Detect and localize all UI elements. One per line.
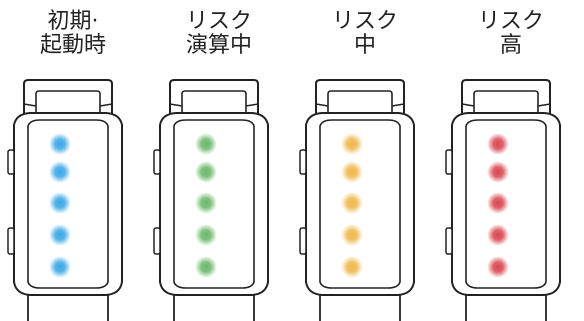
status-led <box>195 133 217 155</box>
panel-calculating: リスク演算中 <box>146 0 292 321</box>
status-led <box>341 224 363 246</box>
status-led <box>487 133 509 155</box>
status-led <box>49 161 71 183</box>
panel-medium: リスク中 <box>292 0 438 321</box>
panel-high: リスク高 <box>438 0 584 321</box>
status-led <box>487 224 509 246</box>
caption-line-2: 中 <box>353 33 376 58</box>
status-led <box>49 192 71 214</box>
status-led <box>487 192 509 214</box>
wristband-device <box>299 79 415 321</box>
device-face <box>465 119 547 289</box>
side-button-bottom <box>153 227 161 255</box>
side-button-bottom <box>445 227 453 255</box>
side-button-top <box>153 149 161 175</box>
caption-line-1: リスク <box>331 9 398 34</box>
status-led <box>341 133 363 155</box>
band-clasp-inner <box>327 90 393 118</box>
band-clasp <box>23 79 113 118</box>
status-led <box>341 256 363 278</box>
status-led <box>195 224 217 246</box>
device-face <box>173 119 255 289</box>
wristband-device <box>153 79 269 321</box>
side-button-top <box>7 149 15 175</box>
wristband-device <box>7 79 123 321</box>
caption-line-2: 高 <box>499 33 522 58</box>
status-led <box>195 256 217 278</box>
panel-caption: リスク演算中 <box>146 10 292 58</box>
status-led <box>487 161 509 183</box>
device-face <box>27 119 109 289</box>
status-led <box>49 133 71 155</box>
band-clasp <box>169 79 259 118</box>
side-button-top <box>445 149 453 175</box>
status-led <box>49 224 71 246</box>
band-clasp-inner <box>35 90 101 118</box>
caption-line-2: 起動時 <box>39 33 106 58</box>
wristband-device <box>445 79 561 321</box>
band-clasp-inner <box>181 90 247 118</box>
panel-caption: リスク高 <box>438 10 584 58</box>
caption-line-1: リスク <box>185 9 252 34</box>
device-face <box>319 119 401 289</box>
panel-caption: 初期·起動時 <box>0 10 146 58</box>
status-led <box>195 161 217 183</box>
status-led <box>341 161 363 183</box>
caption-line-1: 初期· <box>47 9 99 34</box>
panel-initial: 初期·起動時 <box>0 0 146 321</box>
status-led <box>49 256 71 278</box>
panel-caption: リスク中 <box>292 10 438 58</box>
caption-line-1: リスク <box>477 9 544 34</box>
side-button-bottom <box>7 227 15 255</box>
status-led <box>195 192 217 214</box>
band-clasp <box>315 79 405 118</box>
side-button-bottom <box>299 227 307 255</box>
status-led <box>487 256 509 278</box>
side-button-top <box>299 149 307 175</box>
status-led <box>341 192 363 214</box>
band-clasp <box>461 79 551 118</box>
band-clasp-inner <box>473 90 539 118</box>
caption-line-2: 演算中 <box>185 33 252 58</box>
